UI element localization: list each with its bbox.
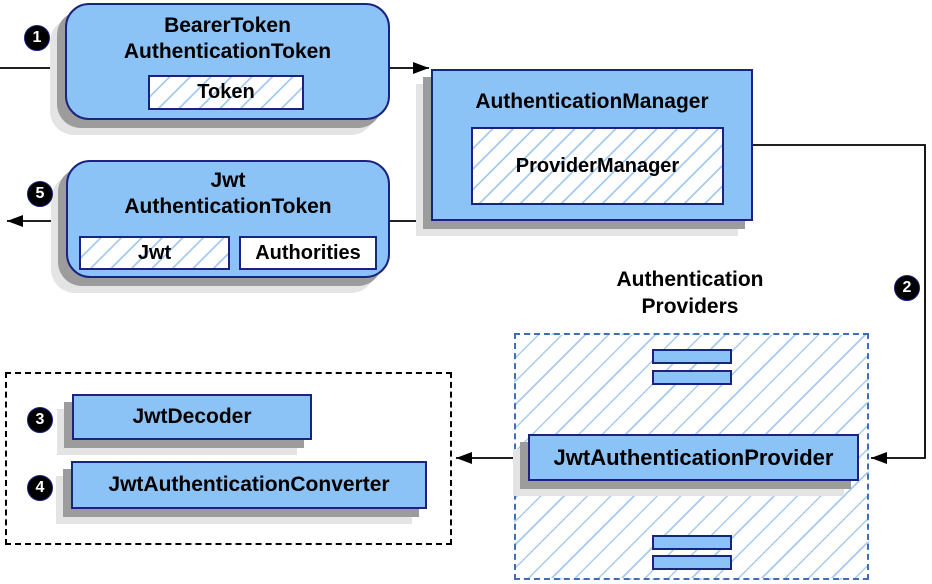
provider-placeholder-bar-4 (652, 555, 732, 570)
provider-placeholder-bar-3 (652, 535, 732, 550)
step-3-badge: 3 (27, 407, 53, 433)
jwt-authentication-token-node: Jwt AuthenticationToken Jwt Authorities (66, 160, 390, 278)
step-5-badge: 5 (27, 181, 53, 207)
jwt-decoder-node: JwtDecoder (72, 394, 312, 440)
jwt-field: Jwt (79, 236, 230, 270)
jwt-authentication-provider-node: JwtAuthenticationProvider (528, 434, 859, 481)
bearer-token-authentication-token-node: BearerToken AuthenticationToken Token (65, 3, 390, 120)
step-4-badge: 4 (27, 475, 53, 501)
provider-manager-box: ProviderManager (471, 127, 724, 205)
provider-placeholder-bar-2 (652, 370, 732, 385)
authentication-manager-node: AuthenticationManager ProviderManager (431, 69, 753, 221)
authorities-field: Authorities (239, 236, 377, 270)
authentication-providers-label: Authentication Providers (575, 266, 805, 320)
bearer-token-title-line1: BearerToken (164, 14, 291, 37)
bearer-token-title-line2: AuthenticationToken (123, 40, 332, 63)
jwt-decoder-converter-group (5, 372, 452, 545)
step-1-badge: 1 (24, 25, 50, 51)
bearer-token-node-title: BearerToken AuthenticationToken (67, 13, 388, 65)
jwt-token-node-title: Jwt AuthenticationToken (68, 168, 388, 220)
provider-placeholder-bar-1 (652, 349, 732, 364)
authentication-manager-title: AuthenticationManager (475, 90, 709, 113)
authentication-providers-group: JwtAuthenticationProvider (514, 333, 869, 580)
authentication-providers-label-line2: Providers (641, 295, 739, 318)
step-2-badge: 2 (894, 275, 920, 301)
token-field: Token (148, 75, 304, 110)
jwt-token-title-line1: Jwt (210, 169, 246, 192)
jwt-authentication-converter-node: JwtAuthenticationConverter (71, 461, 427, 509)
jwt-token-title-line2: AuthenticationToken (124, 195, 332, 218)
authentication-providers-label-line1: Authentication (616, 268, 764, 291)
